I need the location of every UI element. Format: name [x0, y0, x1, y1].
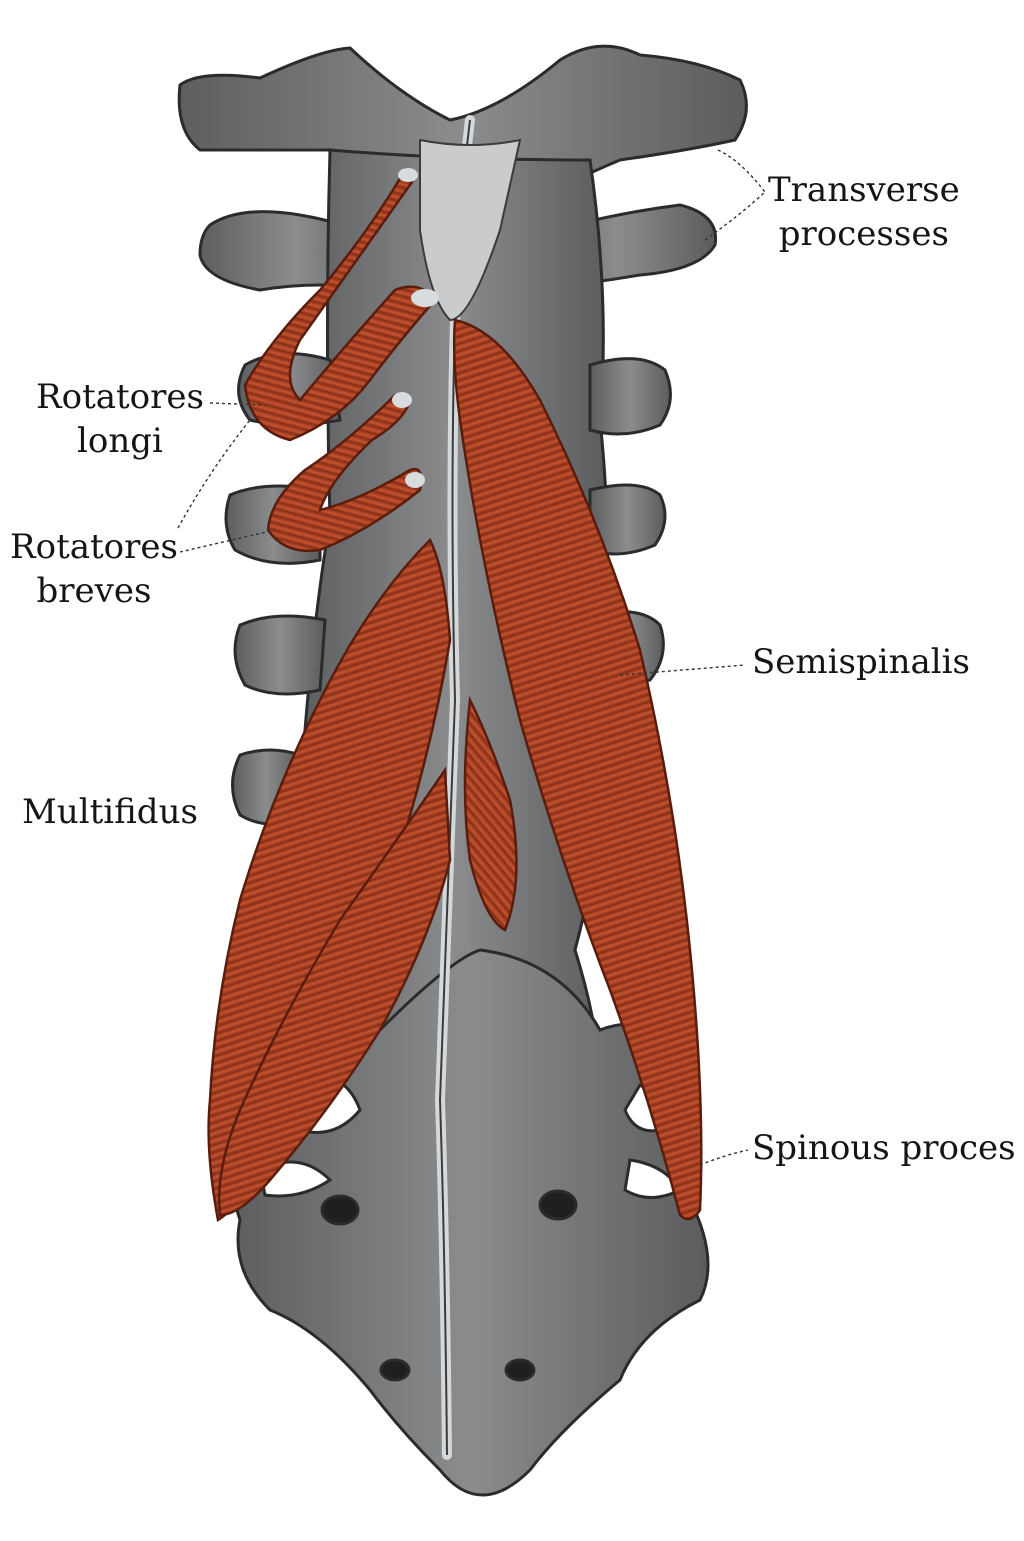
label-spinous-process: Spinous proces [752, 1128, 1016, 1168]
transverse-process-4-right [588, 483, 667, 556]
leader-transverse-top [717, 149, 766, 193]
sacral-foramen [379, 1358, 411, 1382]
leader-semispinalis [619, 664, 746, 676]
tendon-tip [392, 392, 412, 408]
rotatores-longi-muscle [243, 167, 437, 442]
label-line: breves [36, 571, 152, 611]
tendon-tip [411, 289, 439, 307]
transverse-process-5-left [233, 614, 327, 696]
semispinalis-muscle [452, 318, 703, 1221]
sacral-foramen [504, 1358, 536, 1382]
muscles [207, 167, 703, 1223]
sacral-foramen [538, 1189, 578, 1221]
leader-lines [177, 149, 766, 1166]
tendons [392, 168, 439, 488]
spinous-process-top [419, 138, 522, 322]
sacral-foramen [320, 1194, 360, 1226]
leader-spinous [699, 1149, 749, 1166]
label-rotatores-breves: Rotatores breves [10, 525, 178, 613]
label-multifidus: Multifidus [22, 792, 198, 832]
leader-rotatores-breves-b [179, 529, 276, 553]
leader-transverse-bottom [704, 191, 766, 241]
label-line: Transverse [768, 170, 960, 210]
tendon-tip [405, 472, 425, 488]
leader-rotatores-breves-a [177, 419, 251, 529]
multifidus-muscle-lower [217, 766, 452, 1217]
multifidus-muscle-inner [463, 695, 518, 932]
label-line: Rotatores [36, 377, 204, 417]
label-rotatores-longi: Rotatores longi [36, 375, 204, 463]
label-line: longi [77, 421, 163, 461]
label-transverse-processes: Transverse processes [768, 168, 960, 256]
label-line: processes [778, 214, 949, 254]
sacrum [230, 948, 710, 1497]
label-line: Rotatores [10, 527, 178, 567]
transverse-process-3-right [588, 357, 672, 436]
label-semispinalis: Semispinalis [752, 642, 970, 682]
tendon-tip [398, 168, 418, 182]
rotatores-breves-muscle [266, 393, 423, 553]
